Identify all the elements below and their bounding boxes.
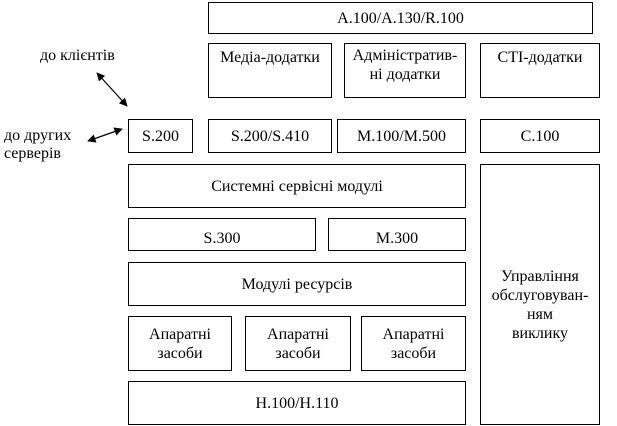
top-standards-block: A.100/A.130/R.100 — [208, 2, 593, 34]
m100-m500-block: M.100/M.500 — [337, 119, 466, 153]
call-control-block: Управління обслуговуван- ням виклику — [480, 164, 600, 425]
s300-block: S.300 — [128, 218, 316, 251]
hardware-block-3: Апаратні засоби — [361, 316, 466, 371]
c100-block: C.100 — [480, 119, 600, 153]
clients-arrow — [96, 72, 128, 107]
admin-apps-block: Адміністратив- ні додатки — [344, 43, 466, 98]
resource-modules-block: Модулі ресурсів — [128, 262, 466, 306]
h100-h110-block: H.100/H.110 — [128, 381, 466, 425]
system-services-block: Системні сервісні модулі — [128, 164, 466, 208]
to-clients-label: до клієнтів — [40, 47, 115, 64]
cti-apps-block: СТІ-додатки — [480, 43, 600, 98]
s200-s410-block: S.200/S.410 — [208, 119, 332, 153]
hardware-block-1: Апаратні засоби — [128, 316, 232, 371]
s200-block: S.200 — [128, 119, 193, 153]
hardware-block-2: Апаратні засоби — [245, 316, 351, 371]
media-apps-block: Медіа-додатки — [208, 43, 332, 98]
m300-block: M.300 — [328, 218, 466, 251]
to-other-servers-label: до других серверів — [4, 127, 72, 162]
servers-arrow — [87, 127, 123, 143]
